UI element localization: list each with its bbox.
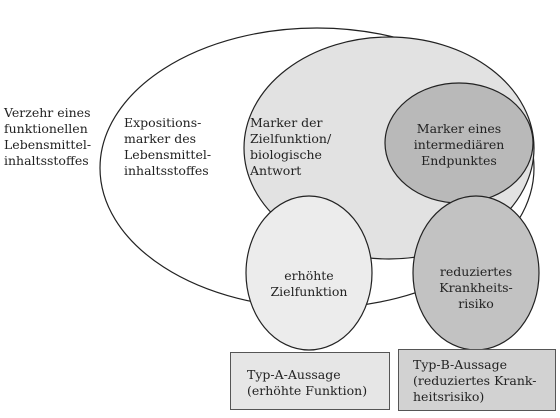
increased-function-label: erhöhte Zielfunktion <box>270 268 348 299</box>
consumption-label: Verzehr eines funktionellen Lebensmittel… <box>4 105 92 168</box>
type-b-statement-box: Typ-B-Aussage (reduziertes Krank- heitsr… <box>398 349 556 411</box>
increased-function-ellipse <box>245 195 373 351</box>
target-marker-label: Marker der Zielfunktion/ biologische Ant… <box>250 115 332 178</box>
type-a-statement-box: Typ-A-Aussage (erhöhte Funktion) <box>230 352 390 410</box>
exposure-marker-label: Expositions- marker des Lebensmittel- in… <box>124 115 212 178</box>
reduced-risk-label: reduziertes Krankheits- risiko <box>439 264 513 311</box>
intermediate-marker-label: Marker eines intermediären Endpunktes <box>413 121 505 168</box>
